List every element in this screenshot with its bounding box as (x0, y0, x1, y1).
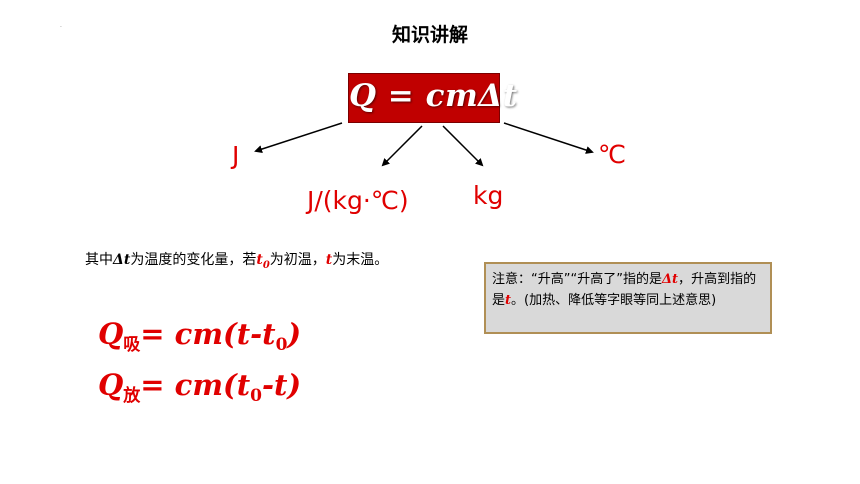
heat-formula: Q = cmΔt (349, 78, 518, 114)
arrow-to-kilogram (442, 125, 484, 167)
unit-kilogram: kg (473, 181, 504, 210)
arrow-to-celsius (503, 122, 594, 154)
unit-specific-heat: J/(kg·℃) (307, 186, 409, 215)
note-delta-t: Δt (661, 272, 679, 287)
heat-released-equation: Q放= cm(t0-t) (98, 368, 302, 406)
heat-absorbed-equation: Q吸= cm(t-t0) (98, 317, 302, 355)
formula-box: Q = cmΔt (348, 73, 518, 123)
page-title: 知识讲解 (391, 24, 468, 46)
explanation-sentence: 其中Δt为温度的变化量，若t0为初温，t为末温。 (85, 252, 389, 271)
delta-t-symbol: Δt (113, 252, 131, 268)
note-t: t (505, 293, 512, 308)
unit-joule: J (232, 141, 240, 170)
arrow-to-joule (254, 122, 343, 153)
t-symbol: t (325, 252, 333, 268)
decorative-dot: · (60, 24, 62, 31)
note-box: 注意：“升高”“升高了”指的是Δt，升高到指的是t。(加热、降低等字眼等同上述意… (484, 262, 772, 334)
t0-symbol: t0 (256, 252, 270, 271)
unit-celsius: ℃ (598, 140, 627, 169)
arrow-to-specific-heat-unit (381, 125, 423, 167)
